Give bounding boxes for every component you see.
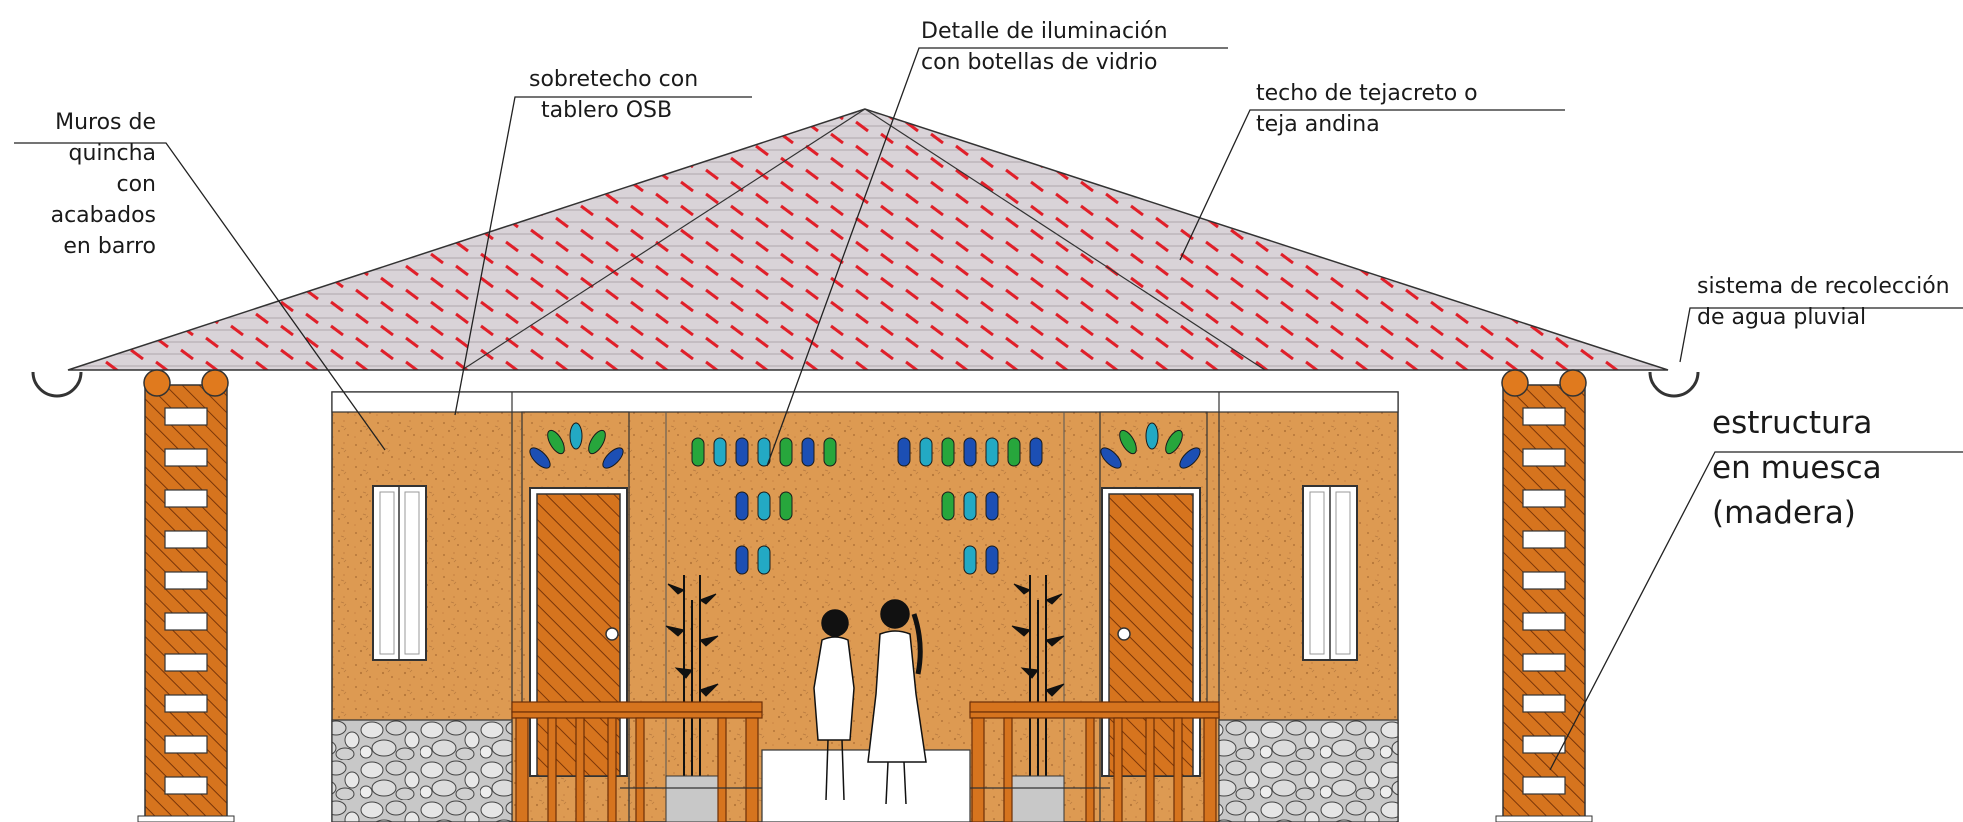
railing-right: [969, 701, 1220, 822]
entry-steps: [620, 749, 1110, 822]
stone-plinth-right: [1218, 719, 1399, 822]
leader-sistema: [1679, 307, 1963, 363]
label-estructura: estructura en muesca (madera): [1712, 405, 1882, 531]
label-iluminacion: Detalle de iluminación con botellas de v…: [921, 19, 1168, 75]
leader-sobretecho: [454, 96, 752, 416]
roof-hip-right: [864, 108, 1266, 371]
plant-left: [665, 575, 719, 822]
leader-techo: [1179, 109, 1565, 261]
log-column-left: [137, 369, 235, 822]
roof: [67, 108, 1669, 371]
leader-iluminacion: [766, 47, 1228, 467]
label-techo: techo de tejacreto o teja andina: [1256, 81, 1478, 137]
fascia-band: [331, 391, 1399, 413]
bottle-arch-left: [529, 422, 624, 469]
railing-left: [511, 701, 763, 822]
label-sistema: sistema de recolección de agua pluvial: [1697, 274, 1950, 330]
roof-hip-left: [461, 108, 866, 371]
label-sobretecho: sobretecho con tablero OSB: [529, 67, 699, 123]
label-muros: Muros de quincha con acabados en barro: [50, 110, 156, 259]
window-left: [372, 485, 427, 661]
window-right: [1302, 485, 1358, 661]
plant-right: [1011, 575, 1065, 822]
bottle-arch-right: [1100, 422, 1201, 469]
bottle-panel-right: [897, 437, 1043, 575]
stone-plinth-left: [331, 719, 513, 822]
leader-lines: [14, 47, 1963, 771]
gutter-right: [1648, 371, 1700, 398]
people-figures: [813, 599, 927, 805]
log-column-right: [1495, 369, 1593, 822]
bottle-panel-left: [691, 437, 837, 575]
gutter-left: [31, 371, 83, 398]
leader-muros: [14, 142, 386, 451]
leader-estructura: [1549, 451, 1963, 771]
